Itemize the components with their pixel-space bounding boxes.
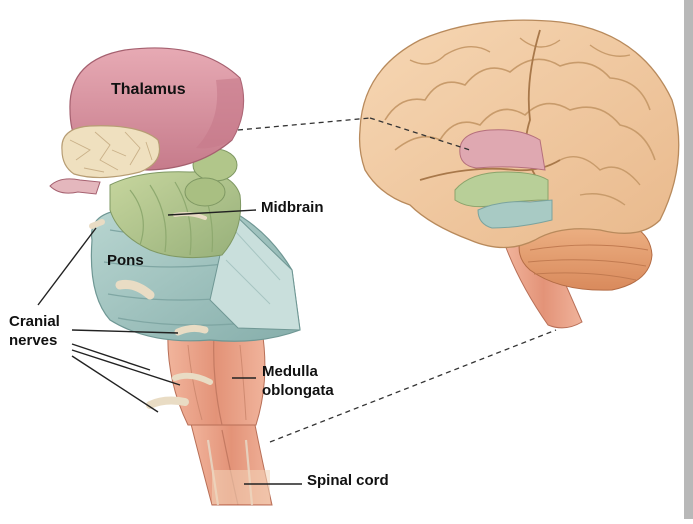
brainstem-illustration xyxy=(49,47,301,506)
label-midbrain: Midbrain xyxy=(261,199,324,216)
leader-lines xyxy=(37,209,302,485)
label-medulla-oblongata: Medulla oblongata xyxy=(262,362,334,400)
label-pons: Pons xyxy=(107,252,144,269)
label-medulla-line1: Medulla xyxy=(262,363,318,380)
label-cranial-nerves: Cranial nerves xyxy=(9,312,60,350)
label-thalamus: Thalamus xyxy=(111,81,186,98)
right-edge-bar xyxy=(684,0,693,519)
label-cranial-line2: nerves xyxy=(9,332,58,349)
whole-brain-illustration xyxy=(358,19,680,329)
label-spinal-cord: Spinal cord xyxy=(307,472,389,489)
connector-dashed-lines xyxy=(237,117,557,443)
label-cranial-line1: Cranial xyxy=(9,313,60,330)
label-medulla-line2: oblongata xyxy=(262,382,334,399)
